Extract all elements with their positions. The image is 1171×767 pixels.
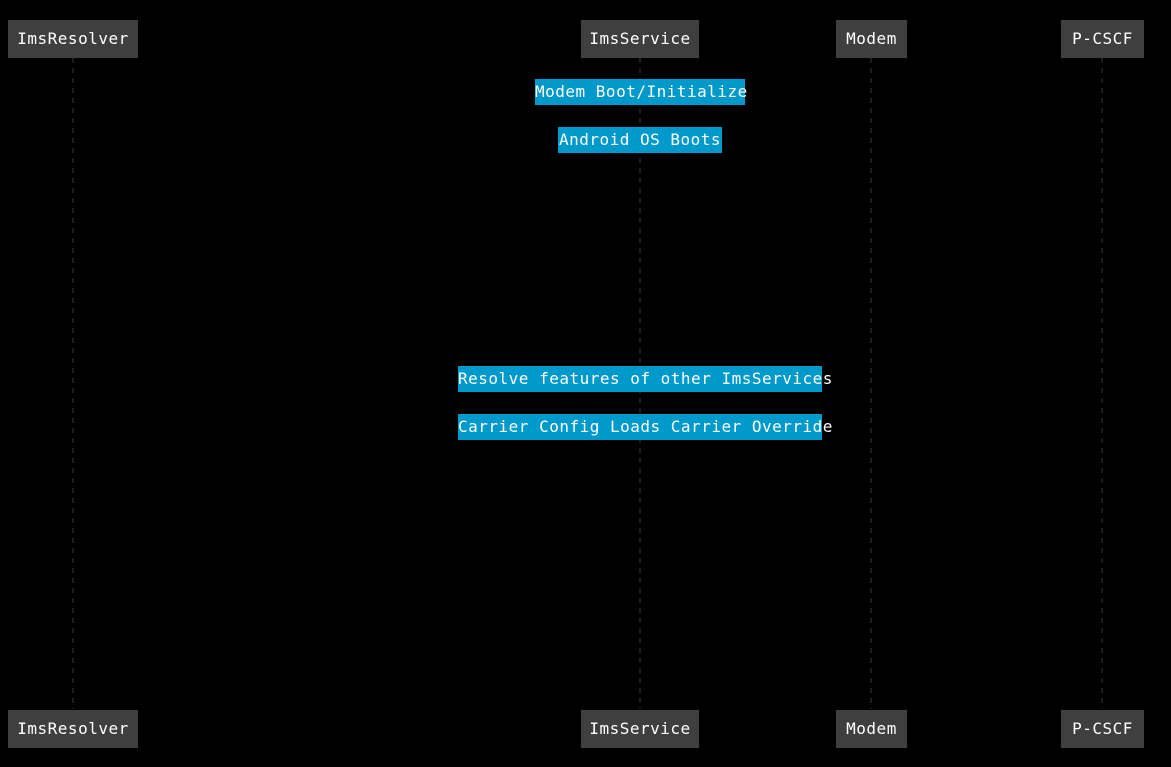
participant-footer-ims-resolver[interactable]: ImsResolver — [8, 710, 138, 748]
lifeline-modem — [870, 58, 872, 709]
lifeline-p-cscf — [1101, 58, 1103, 709]
note-resolve-features-of-other-imsservices[interactable]: Resolve features of other ImsServices — [458, 366, 832, 392]
participant-header-ims-resolver[interactable]: ImsResolver — [8, 20, 138, 58]
participant-footer-ims-service[interactable]: ImsService — [581, 710, 699, 748]
participant-header-p-cscf[interactable]: P-CSCF — [1061, 20, 1144, 58]
note-carrier-config-loads-carrier-override[interactable]: Carrier Config Loads Carrier Override — [458, 414, 832, 440]
participant-footer-p-cscf[interactable]: P-CSCF — [1061, 710, 1144, 748]
note-android-os-boots[interactable]: Android OS Boots — [558, 127, 722, 153]
lifeline-ims-resolver — [72, 58, 74, 709]
participant-header-modem[interactable]: Modem — [836, 20, 907, 58]
participant-header-ims-service[interactable]: ImsService — [581, 20, 699, 58]
participant-footer-modem[interactable]: Modem — [836, 710, 907, 748]
note-modem-boot-initialize[interactable]: Modem Boot/Initialize — [535, 79, 747, 105]
